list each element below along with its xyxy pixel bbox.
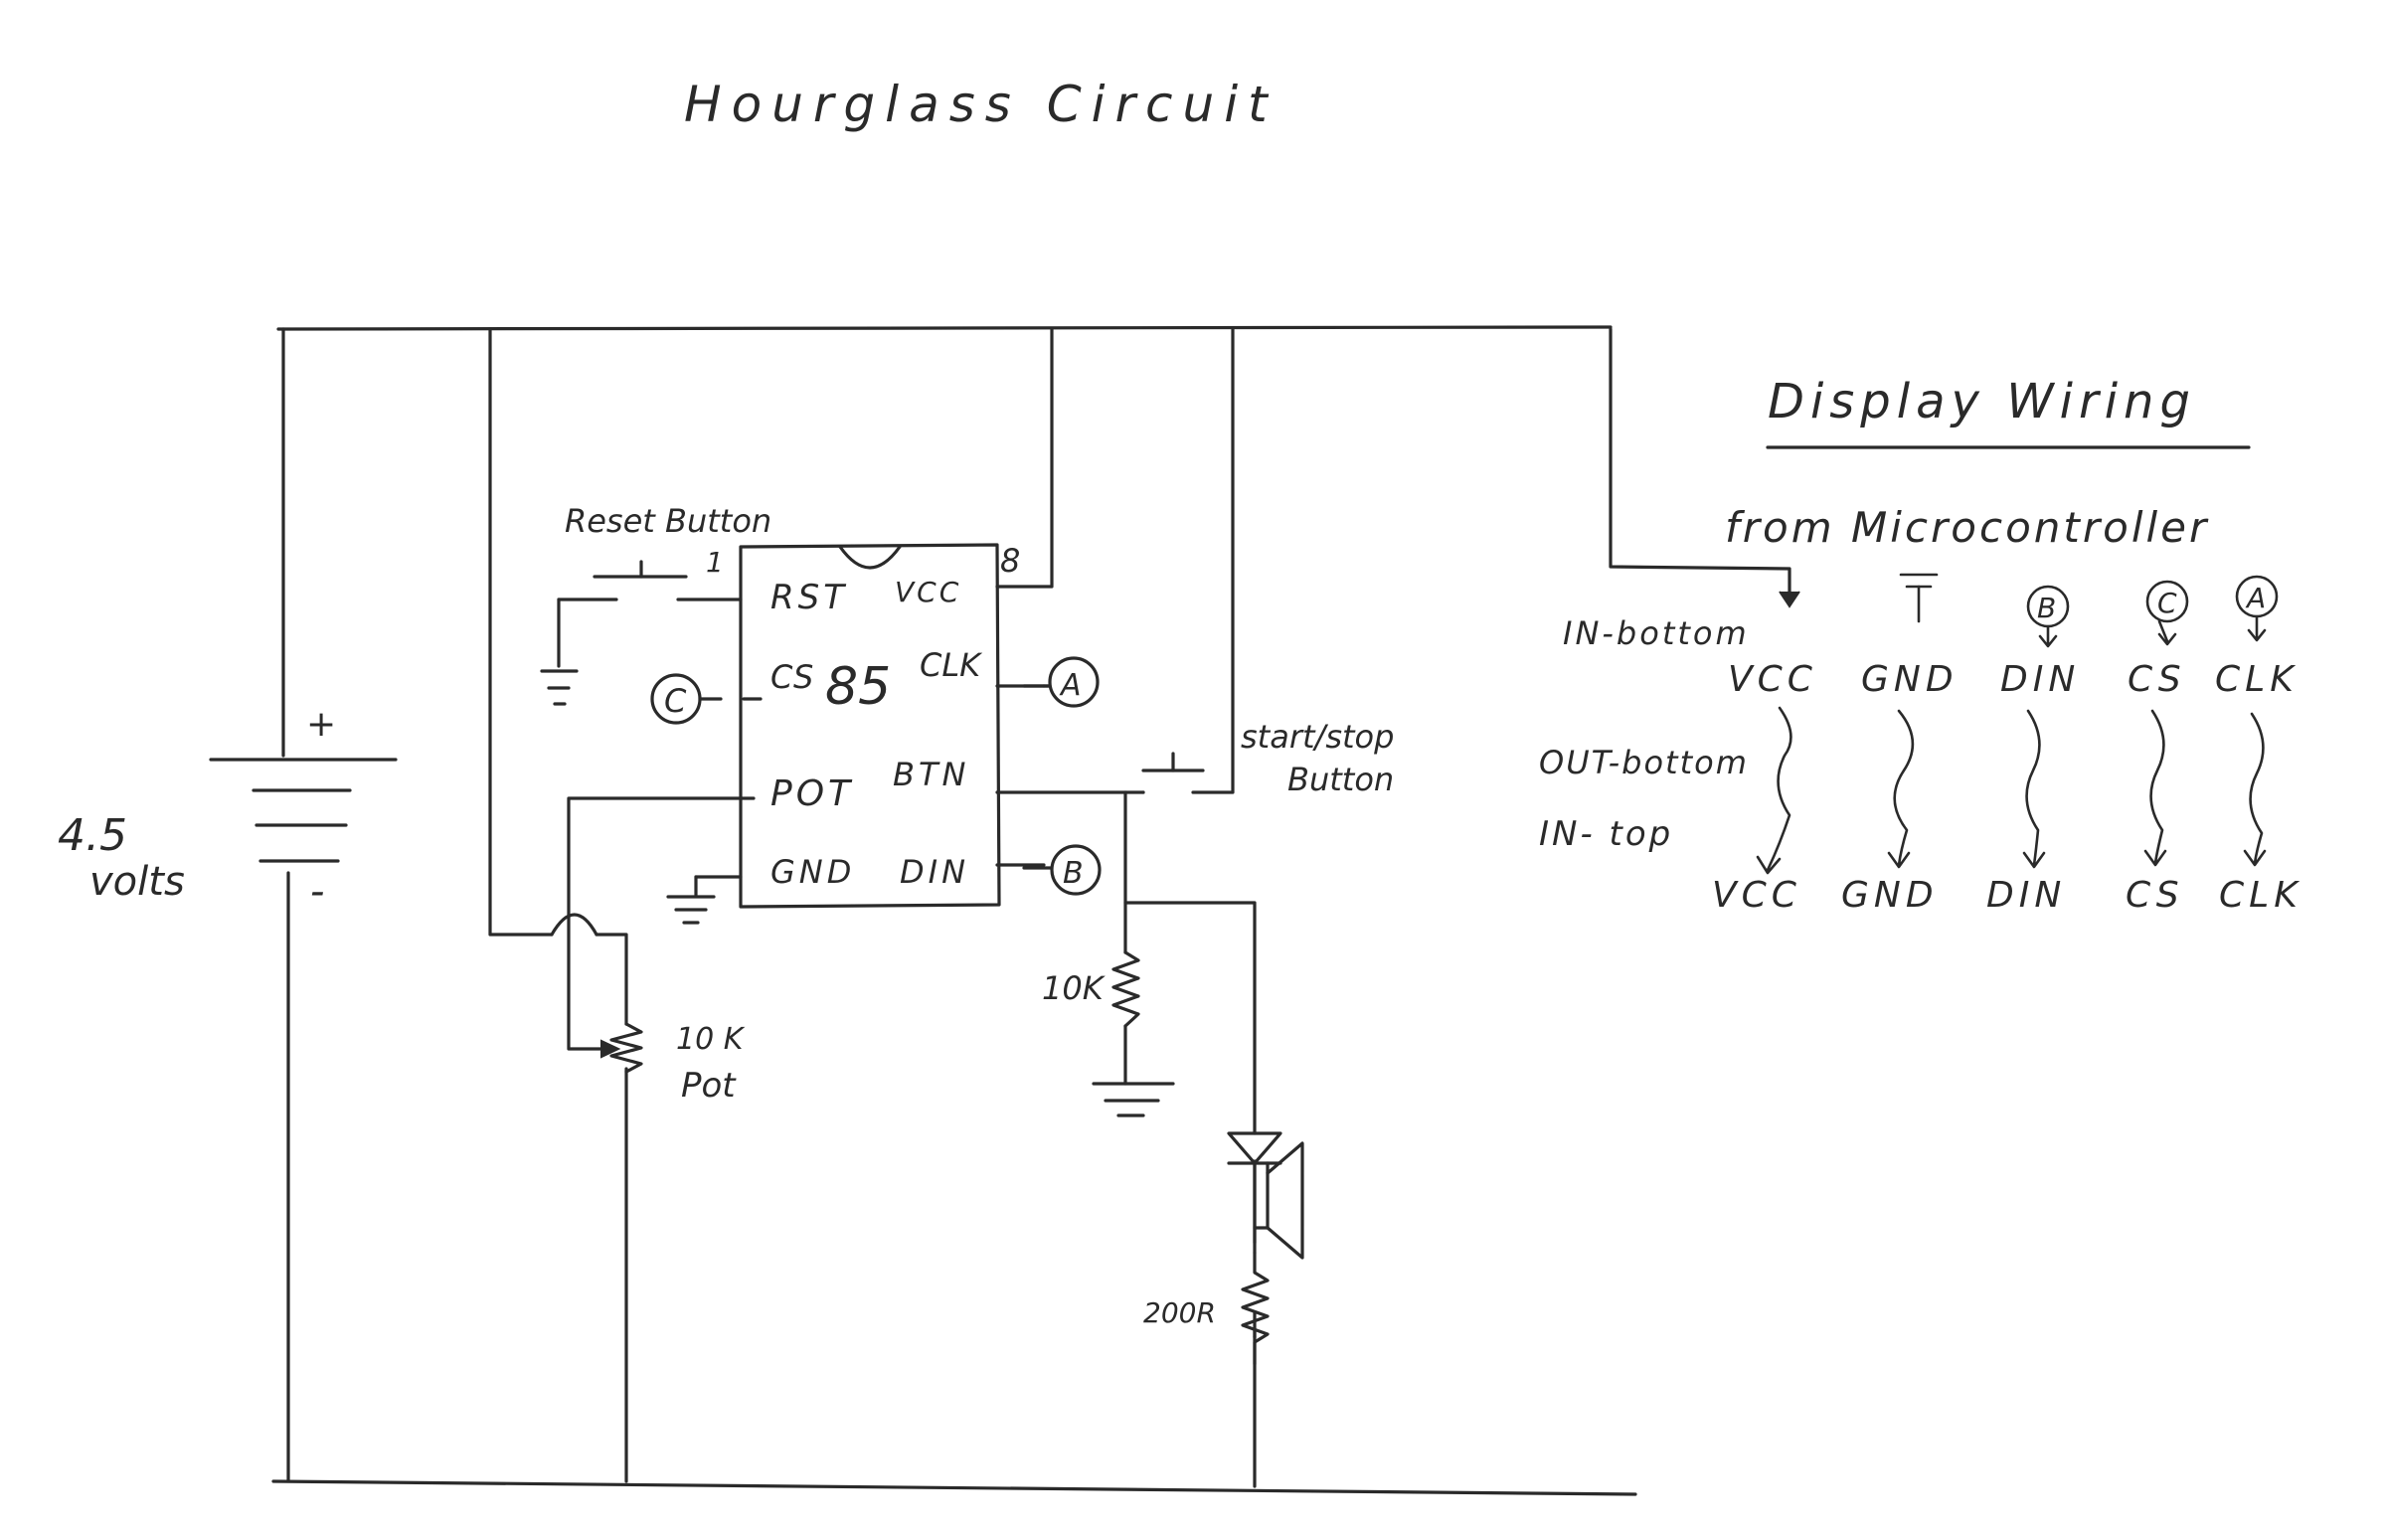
battery-symbol: + - (209, 704, 398, 915)
display-vcc-wire (1609, 327, 1791, 603)
display-link-cs (2143, 709, 2167, 867)
vcc-pin-wire (995, 327, 1054, 589)
pulldown-resistor-value: 10K (1042, 969, 1107, 1007)
pin-gnd-label: GND (770, 853, 855, 891)
start-button-supply-wire (1191, 327, 1235, 794)
ground-rail (271, 1479, 1637, 1496)
display-top-pin-cs: CS (2128, 659, 2186, 700)
display-in-bottom-label: IN-bottom (1563, 614, 1750, 652)
pot-wiper-wire (567, 796, 756, 1051)
display-top-pin-din: DIN (2000, 659, 2080, 700)
display-wiring-subtitle: from Microcontroller (1725, 503, 2209, 552)
led-resistor-symbol: 200R (1143, 1251, 1270, 1488)
display-top-pin-clk: CLK (2215, 659, 2299, 700)
pot-supply-wire (488, 327, 628, 1026)
pin-rst-label: RST (770, 578, 848, 617)
pin-btn-label: BTN (893, 756, 969, 793)
display-wiring-panel: Display Wiring from Microcontroller IN-b… (1539, 374, 2302, 916)
connector-a-label: A (1059, 668, 1082, 703)
display-marker-a: A (2235, 575, 2279, 642)
start-stop-button-symbol: start/stop Button (1141, 718, 1394, 798)
display-bottom-pin-cs: CS (2126, 875, 2184, 916)
led-symbol (1227, 1131, 1282, 1165)
display-bottom-pin-gnd: GND (1841, 875, 1939, 916)
btn-node-wire (1123, 790, 1257, 1135)
pin-vcc-label: VCC (895, 576, 961, 608)
display-bottom-pin-din: DIN (1986, 875, 2066, 916)
chip-ground-symbol (666, 875, 716, 925)
connector-a: A (1022, 656, 1100, 708)
display-bottom-pin-clk: CLK (2219, 875, 2302, 916)
pot-value-label: 10 K (676, 1022, 746, 1057)
connector-c: C (650, 673, 723, 725)
display-top-pin-vcc: VCC (1728, 659, 1817, 700)
display-link-gnd (1887, 709, 1915, 869)
display-link-clk (2243, 712, 2267, 867)
wire-crossover-hop (550, 913, 598, 937)
display-in-top-label: IN- top (1539, 814, 1673, 854)
display-wiring-title: Display Wiring (1768, 374, 2196, 429)
microcontroller-chip: 85 1 8 RST VCC CS CLK POT BTN GND DIN (676, 542, 1046, 909)
chip-notch (838, 545, 902, 570)
start-button-label-line2: Button (1287, 761, 1394, 798)
pin-cs-label: CS (770, 658, 813, 696)
display-link-vcc (1756, 706, 1792, 875)
connector-c-label: C (664, 682, 687, 720)
diagram-title: Hourglass Circuit (684, 76, 1278, 133)
display-gnd-source-symbol (1899, 573, 1939, 623)
chip-label: 85 (825, 657, 891, 717)
potentiometer-symbol: 10 K Pot (600, 1022, 746, 1106)
led-resistor-value: 200R (1143, 1296, 1216, 1329)
display-marker-a-label: A (2245, 582, 2266, 614)
chip-pin1-number: 1 (706, 546, 724, 579)
display-vcc-arrow (1779, 591, 1800, 608)
battery-plus-label: + (306, 704, 336, 745)
chip-body (739, 543, 1001, 909)
display-marker-c-label: C (2157, 587, 2177, 619)
connector-b-label: B (1063, 856, 1084, 891)
display-bottom-pin-vcc: VCC (1712, 875, 1801, 916)
display-link-din (2022, 709, 2046, 869)
pot-name-label: Pot (681, 1066, 737, 1106)
display-marker-b: B (2026, 585, 2070, 648)
battery-unit-label: volts (89, 859, 185, 905)
display-marker-c: C (2145, 580, 2189, 646)
speaker-symbol (1253, 1141, 1304, 1260)
pin-din-label: DIN (900, 853, 969, 891)
pin-clk-label: CLK (920, 646, 983, 684)
vcc-rail (276, 325, 1613, 331)
battery-voltage-label: 4.5 (58, 810, 127, 861)
start-button-label-line1: start/stop (1241, 718, 1394, 756)
battery-minus-label: - (310, 869, 324, 915)
display-marker-b-label: B (2037, 592, 2056, 624)
chip-pin8-number: 8 (1000, 542, 1020, 580)
pin-pot-label: POT (770, 773, 854, 814)
reset-button-label: Reset Button (565, 502, 771, 540)
connector-b: B (1022, 844, 1102, 896)
pulldown-resistor-symbol: 10K (1042, 950, 1175, 1117)
display-out-bottom-label: OUT-bottom (1539, 744, 1749, 781)
circuit-wires (271, 325, 1800, 1496)
reset-button-symbol: Reset Button (540, 502, 771, 706)
display-top-pin-gnd: GND (1861, 659, 1959, 700)
